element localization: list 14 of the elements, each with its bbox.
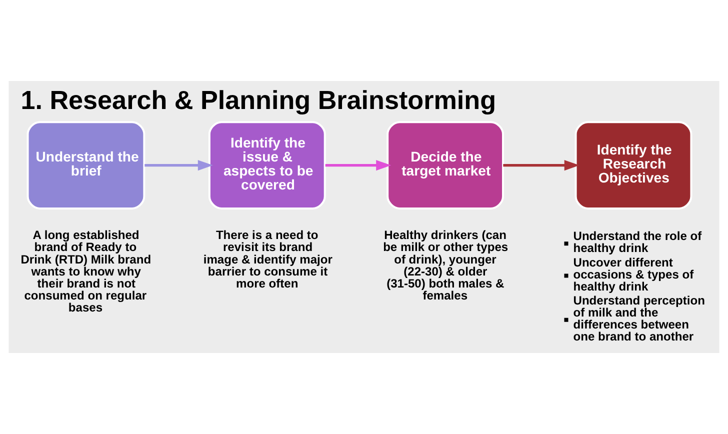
node-label: A long established brand of Ready to Drink (RTD) Milk brand wants to know why their brand is not consumed on regular bases — [20, 228, 152, 314]
arrow — [144, 160, 213, 171]
arrow — [325, 160, 392, 171]
node-label: Healthy drinkers (can be milk or other types of drink), younger (22-30) & older (31-50) both males & females — [383, 228, 508, 302]
node-label: Uncover different occasions & types of healthy drink — [573, 255, 694, 294]
arrow — [503, 160, 580, 171]
diagram-title: 1. Research & Planning Brainstorming — [20, 84, 496, 115]
node-label: Understand the role of healthy drink — [573, 229, 702, 256]
node-label: There is a need to revisit its brand image & identify major barrier to consume it more often — [203, 228, 332, 290]
node-box: Decide the target market — [386, 121, 504, 210]
node-box: Identify the Research Objectives — [574, 121, 692, 210]
node-label: Understand perception of milk and the differences between one brand to another — [573, 293, 705, 344]
node-box: Identify the issue & aspects to be covered — [208, 121, 326, 210]
node-box: Understand the brief — [26, 121, 146, 210]
